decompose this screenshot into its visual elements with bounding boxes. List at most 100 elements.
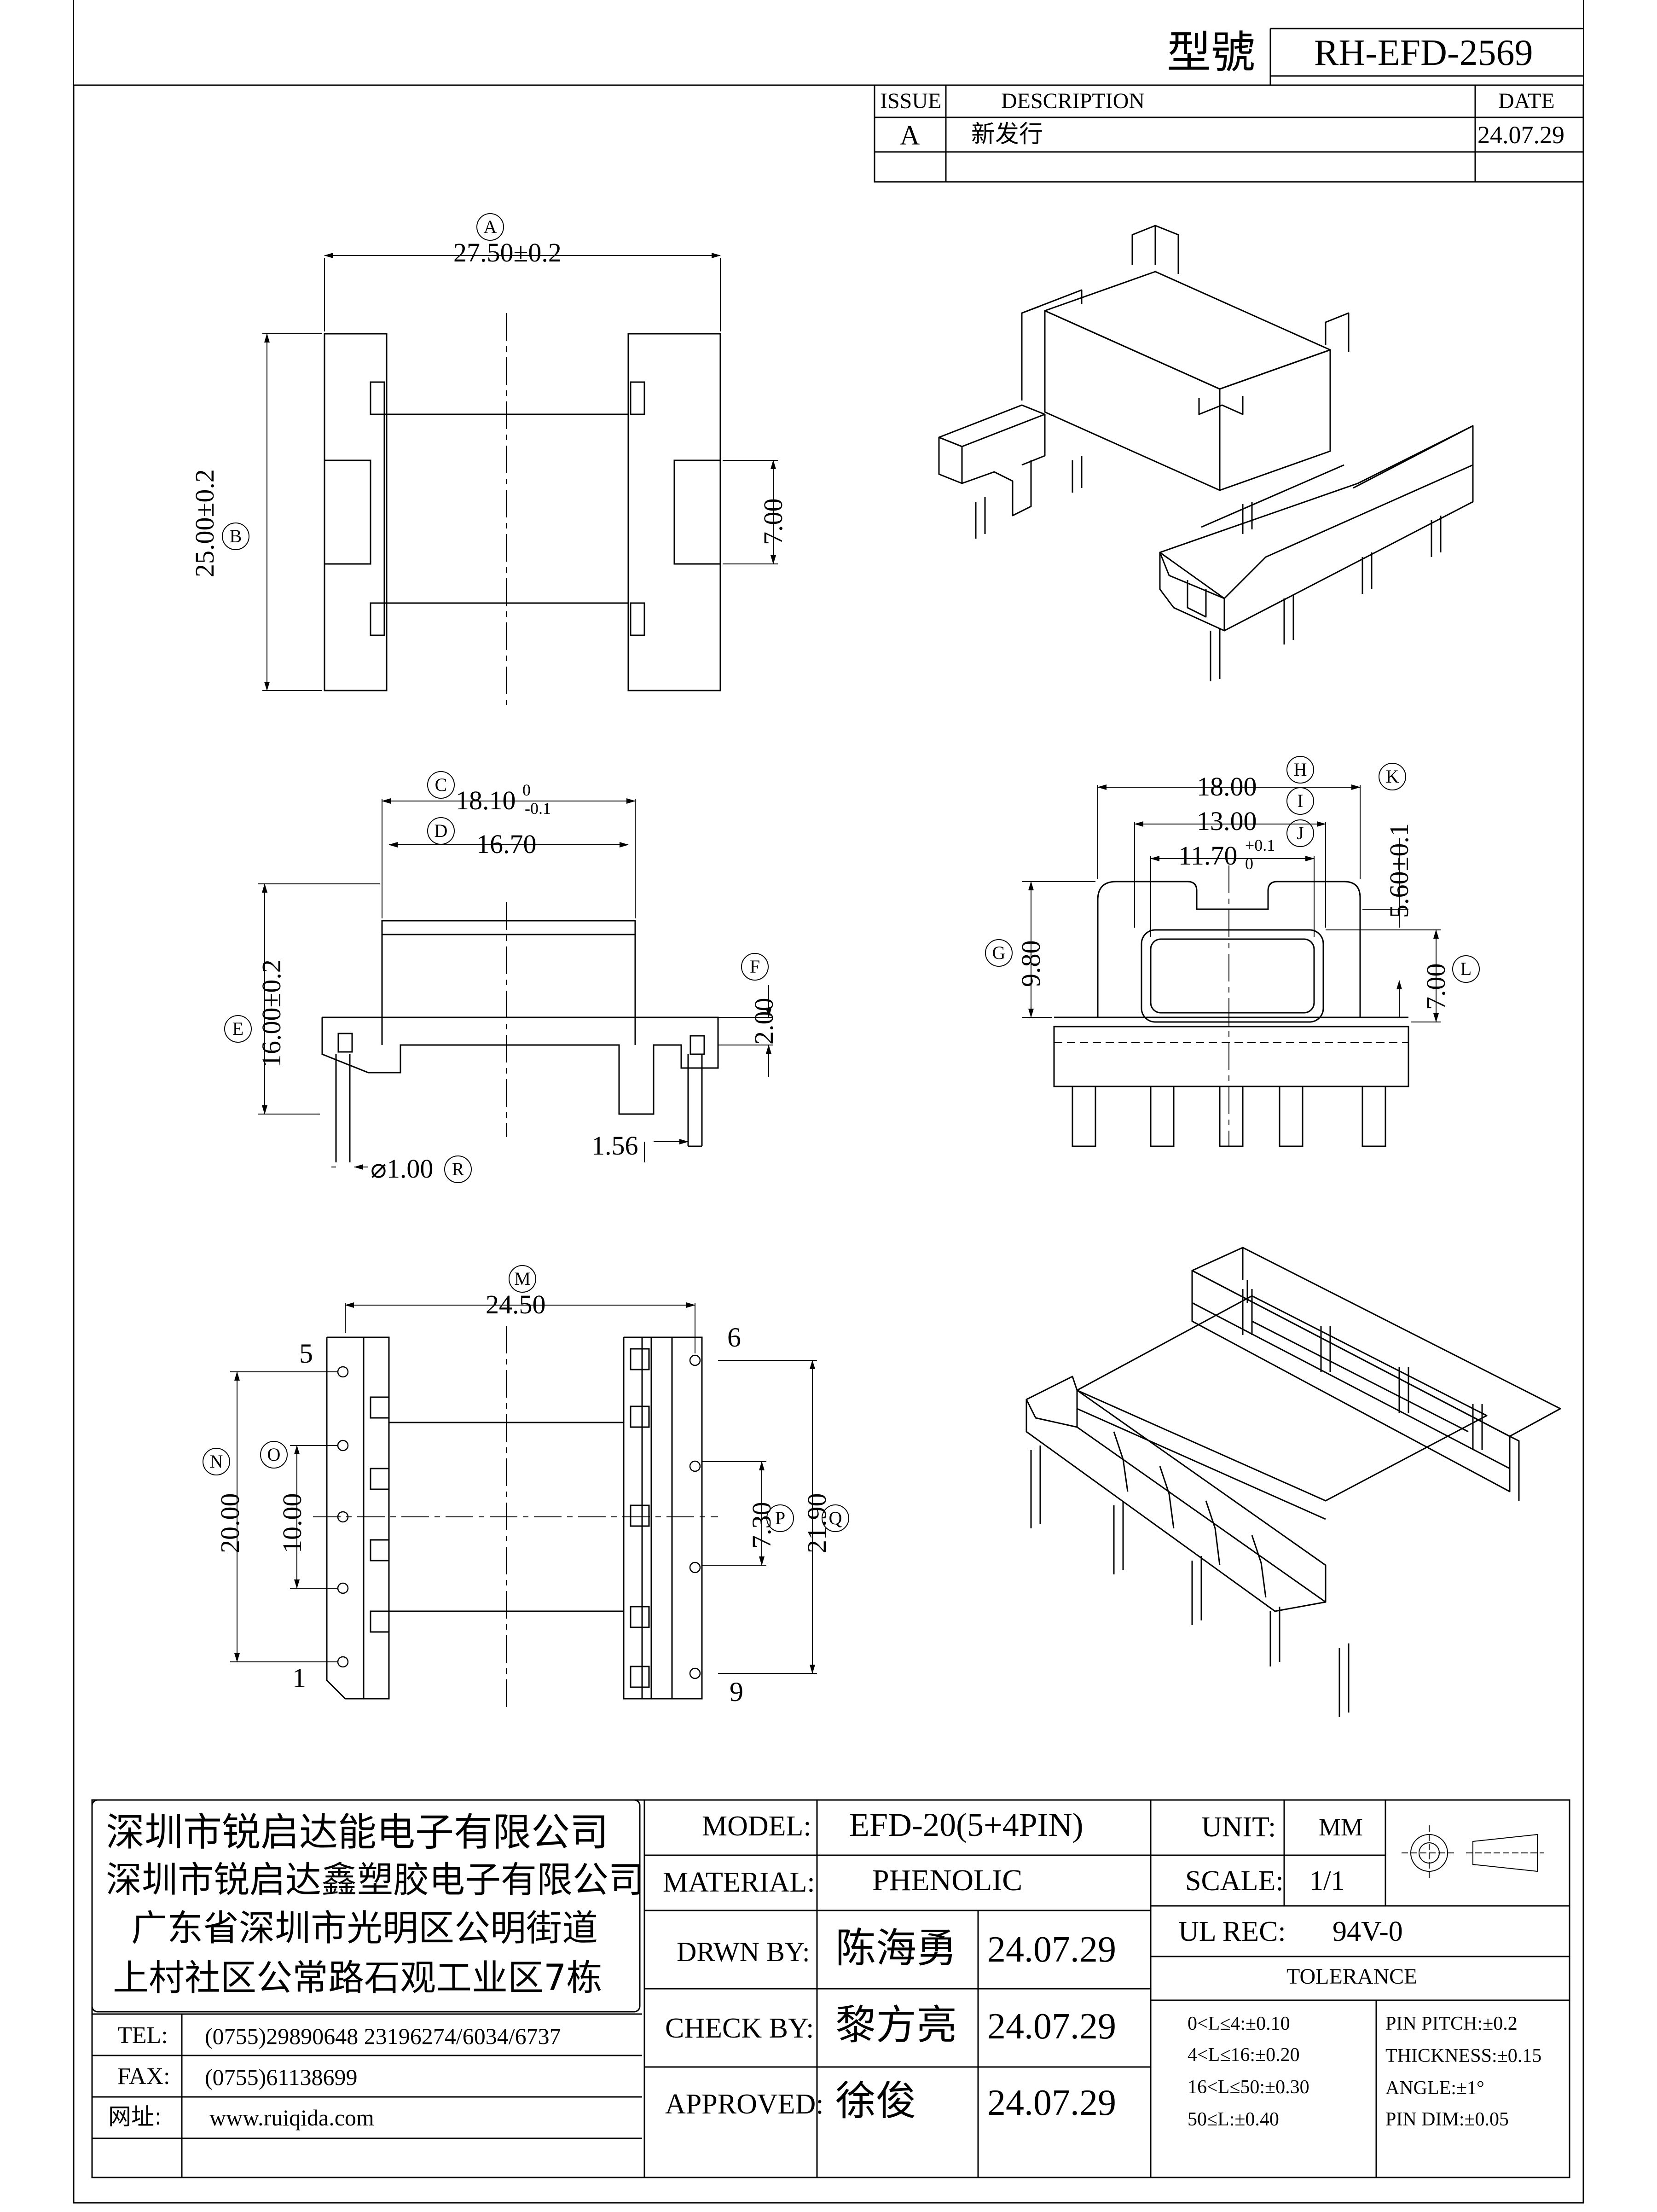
side-view-dims bbox=[258, 798, 773, 1170]
tolerance-left-1: 0<L≤4:±0.10 bbox=[1188, 2013, 1290, 2034]
dim-h: 18.00 bbox=[1197, 772, 1257, 801]
tolerance-right-1: PIN PITCH:±0.2 bbox=[1385, 2013, 1518, 2034]
dim-id-k: K bbox=[1379, 763, 1406, 790]
company-address-2: 上村社区公常路石观工业区7栋 bbox=[113, 1957, 603, 1999]
dim-id-c: C bbox=[427, 771, 455, 799]
top-view-dims bbox=[262, 253, 778, 691]
bottom-view bbox=[313, 1326, 718, 1713]
model-number-label: 型號 bbox=[1167, 27, 1255, 78]
material-label: MATERIAL: bbox=[663, 1867, 815, 1898]
dim-id-r: R bbox=[444, 1155, 472, 1183]
top-view bbox=[324, 313, 721, 709]
dim-n: 20.00 bbox=[215, 1493, 245, 1554]
drawn-label: DRWN BY: bbox=[677, 1937, 810, 1967]
dim-id-l: L bbox=[1452, 955, 1480, 983]
pin-label-1: 1 bbox=[292, 1663, 306, 1693]
dim-pin-offset: 1.56 bbox=[591, 1131, 638, 1161]
revision-header-issue: ISSUE bbox=[880, 89, 942, 113]
revision-header-description: DESCRIPTION bbox=[1001, 89, 1145, 113]
projection-symbol bbox=[1402, 1825, 1544, 1881]
drawn-name: 陈海勇 bbox=[835, 1924, 957, 1972]
side-view bbox=[321, 902, 719, 1162]
dim-m: 24.50 bbox=[486, 1289, 546, 1319]
company-line-1: 深圳市锐启达能电子有限公司 bbox=[106, 1810, 609, 1855]
approved-label: APPROVED: bbox=[665, 2089, 824, 2120]
isometric-bottom-view bbox=[1025, 1247, 1561, 1717]
dim-id-m: M bbox=[509, 1265, 536, 1293]
revision-date: 24.07.29 bbox=[1477, 121, 1564, 149]
tel-label: TEL: bbox=[117, 2022, 168, 2049]
isometric-bottom-pins bbox=[1030, 1289, 1483, 1717]
dim-o: 10.00 bbox=[277, 1493, 307, 1554]
dim-i: 13.00 bbox=[1197, 806, 1257, 836]
dim-id-d: D bbox=[427, 817, 455, 845]
tolerance-right-4: PIN DIM:±0.05 bbox=[1385, 2109, 1509, 2130]
unit-label: UNIT: bbox=[1201, 1811, 1276, 1843]
front-view-pins bbox=[1072, 1086, 1386, 1147]
tolerance-left-3: 16<L≤50:±0.30 bbox=[1188, 2077, 1309, 2098]
dim-j-tol-upper: +0.1 bbox=[1245, 836, 1275, 854]
isometric-bottom-slots bbox=[1113, 1431, 1267, 1598]
check-date: 24.07.29 bbox=[987, 2006, 1116, 2047]
isometric-top-view bbox=[938, 225, 1474, 681]
material-value: PHENOLIC bbox=[872, 1864, 1023, 1897]
dim-c-tol-lower: -0.1 bbox=[525, 799, 551, 818]
model-value: EFD-20(5+4PIN) bbox=[849, 1806, 1083, 1843]
dim-j: 11.70 bbox=[1178, 841, 1238, 871]
unit-value: MM bbox=[1319, 1813, 1363, 1841]
check-name: 黎方亮 bbox=[835, 2001, 957, 2049]
company-address-1: 广东省深圳市光明区公明街道 bbox=[131, 1908, 598, 1949]
tolerance-left-2: 4<L≤16:±0.20 bbox=[1188, 2044, 1300, 2066]
dim-f: 2.00 bbox=[749, 998, 779, 1045]
tolerance-left-4: 50≤L:±0.40 bbox=[1188, 2109, 1279, 2130]
approved-name: 徐俊 bbox=[835, 2077, 917, 2125]
dim-id-b: B bbox=[222, 523, 249, 550]
revision-issue: A bbox=[900, 120, 920, 151]
revision-table bbox=[874, 84, 1584, 183]
company-line-2: 深圳市锐启达鑫塑胶电子有限公司 bbox=[106, 1859, 645, 1901]
tolerance-right-2: THICKNESS:±0.15 bbox=[1385, 2045, 1542, 2067]
title-block-grid bbox=[91, 1799, 1570, 2178]
dim-pin-diameter: ⌀1.00 bbox=[371, 1154, 434, 1184]
ul-label: UL REC: bbox=[1178, 1916, 1286, 1947]
scale-label: SCALE: bbox=[1185, 1865, 1284, 1897]
dim-l: 7.00 bbox=[1421, 963, 1451, 1010]
dim-id-n: N bbox=[203, 1448, 230, 1475]
tolerance-title: TOLERANCE bbox=[1286, 1964, 1418, 1989]
sheet-frame bbox=[73, 0, 1584, 2204]
dim-id-q: Q bbox=[822, 1504, 849, 1532]
dim-id-j: J bbox=[1286, 819, 1314, 847]
dim-id-i: I bbox=[1286, 787, 1314, 815]
dim-c: 18.10 bbox=[456, 785, 516, 815]
pin-label-5: 5 bbox=[299, 1338, 313, 1369]
dim-id-h: H bbox=[1286, 756, 1314, 784]
bottom-view-pin-holes bbox=[337, 1354, 701, 1679]
dim-c-tol-upper: 0 bbox=[522, 781, 531, 799]
pin-label-6: 6 bbox=[727, 1322, 741, 1353]
revision-header-date: DATE bbox=[1498, 89, 1555, 113]
dim-id-p: P bbox=[766, 1504, 794, 1532]
pin-label-9: 9 bbox=[730, 1677, 743, 1707]
tolerance-right-3: ANGLE:±1° bbox=[1385, 2078, 1484, 2099]
bottom-view-dims bbox=[230, 1302, 817, 1674]
dim-k: 5.60±0.1 bbox=[1384, 823, 1414, 918]
dim-id-a: A bbox=[476, 213, 504, 241]
dim-top-core: 7.00 bbox=[758, 498, 788, 546]
dim-id-e: E bbox=[224, 1015, 252, 1043]
revision-description: 新发行 bbox=[971, 121, 1043, 148]
dim-id-o: O bbox=[260, 1441, 288, 1469]
model-number-box bbox=[1269, 28, 1583, 85]
fax-label: FAX: bbox=[117, 2063, 170, 2090]
dim-b: 25.00±0.2 bbox=[190, 469, 220, 577]
dim-a: 27.50±0.2 bbox=[453, 238, 562, 267]
tel-value: (0755)29890648 23196274/6034/6737 bbox=[205, 2023, 561, 2049]
ul-value: 94V-0 bbox=[1333, 1916, 1403, 1947]
dim-g: 9.80 bbox=[1016, 940, 1046, 987]
dim-id-f: F bbox=[741, 953, 769, 981]
drawn-date: 24.07.29 bbox=[987, 1929, 1116, 1970]
scale-value: 1/1 bbox=[1309, 1865, 1345, 1896]
model-number: RH-EFD-2569 bbox=[1314, 33, 1533, 73]
dim-id-g: G bbox=[985, 939, 1013, 967]
